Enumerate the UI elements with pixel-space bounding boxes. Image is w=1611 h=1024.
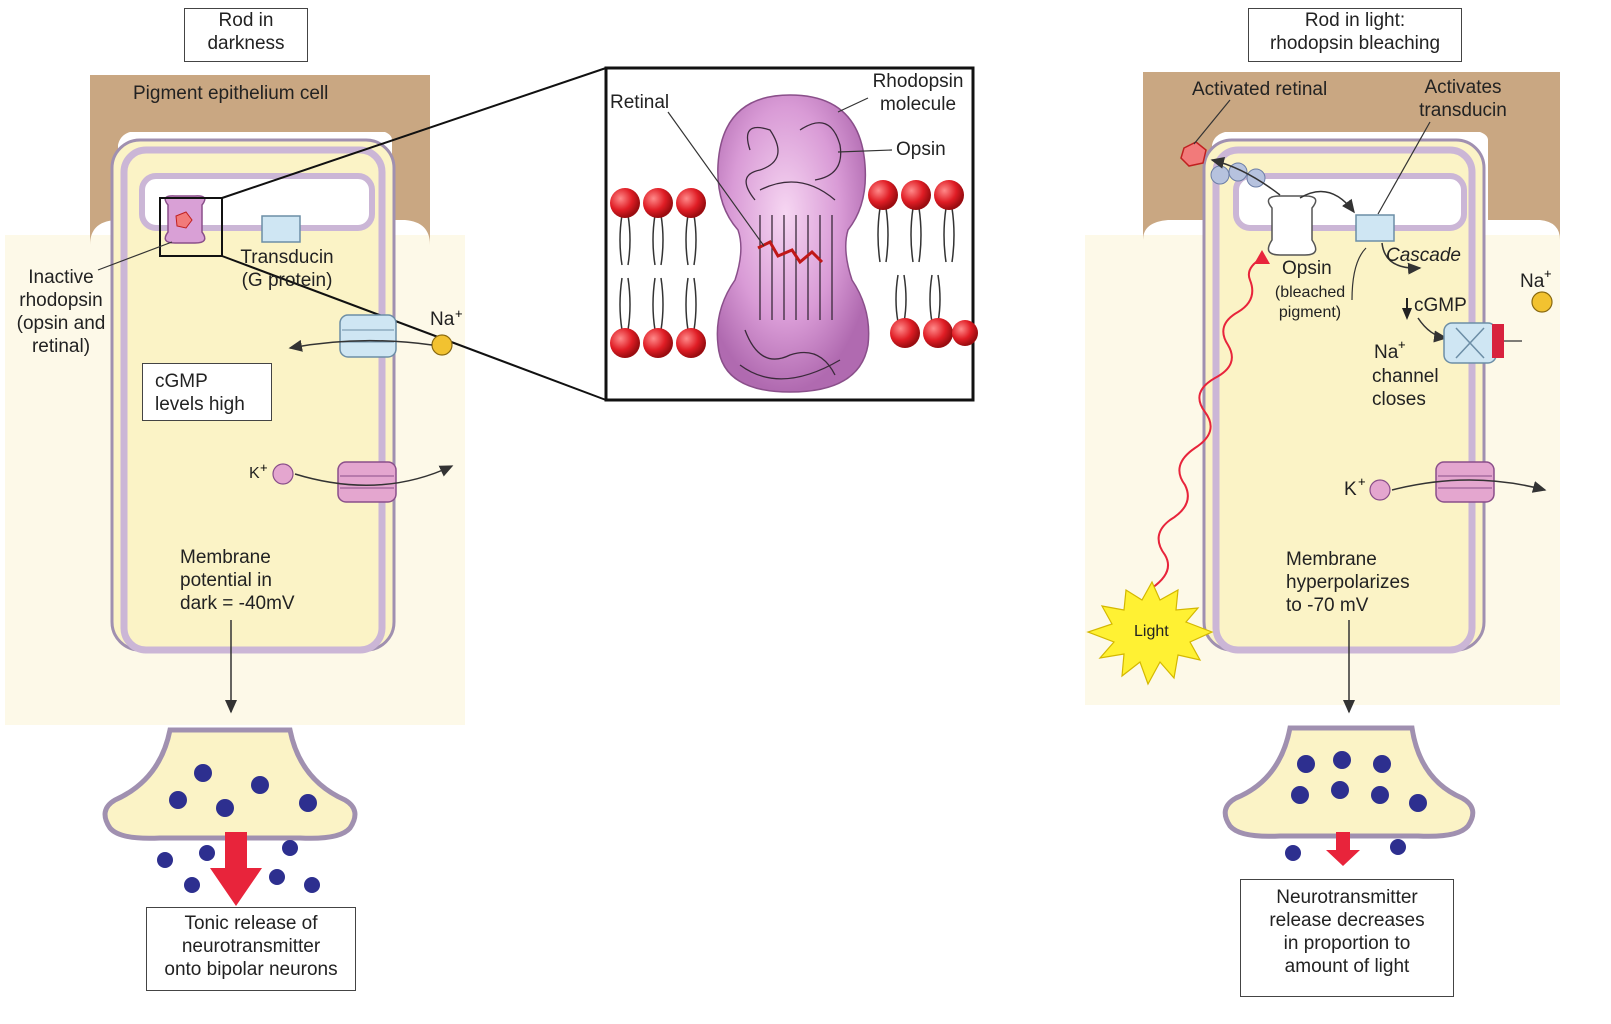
left-k-charge: + bbox=[260, 460, 268, 475]
inset-opsin-label: Opsin bbox=[896, 138, 946, 161]
inactive-rhodopsin-label: Inactive rhodopsin (opsin and retinal) bbox=[2, 266, 120, 358]
rhodopsin-inset bbox=[606, 68, 978, 400]
transducin-label: Transducin (G protein) bbox=[228, 246, 346, 292]
rhodopsin-molecule-shape bbox=[717, 95, 868, 392]
cascade-label: Cascade bbox=[1386, 244, 1461, 267]
membrane-potential-label: Membrane potential in dark = -40mV bbox=[180, 546, 295, 615]
right-k-ion bbox=[1370, 480, 1390, 500]
channel-closes-label: channel closes bbox=[1372, 365, 1439, 411]
right-panel-title: Rod in light: rhodopsin bleaching bbox=[1248, 8, 1462, 62]
left-panel-title: Rod in darkness bbox=[184, 8, 308, 62]
activated-retinal-label: Activated retinal bbox=[1192, 78, 1327, 101]
left-k-channel bbox=[338, 462, 396, 502]
right-na-label: Na bbox=[1520, 270, 1544, 293]
pigment-epithelium-label: Pigment epithelium cell bbox=[133, 82, 328, 105]
left-k-label: K bbox=[249, 464, 260, 484]
right-na-channel-charge: + bbox=[1398, 337, 1406, 352]
bleached-opsin-shape bbox=[1268, 196, 1315, 255]
right-na-channel-label: Na bbox=[1374, 341, 1398, 364]
right-na-charge: + bbox=[1544, 266, 1552, 281]
left-k-ion bbox=[273, 464, 293, 484]
left-na-ion bbox=[432, 335, 452, 355]
activates-transducin-label: Activates transducin bbox=[1404, 76, 1522, 122]
hyperpolarizes-label: Membrane hyperpolarizes to -70 mV bbox=[1286, 548, 1410, 617]
cgmp-decrease-label: cGMP bbox=[1414, 294, 1467, 317]
cgmp-levels-box: cGMP levels high bbox=[142, 363, 272, 421]
right-k-label: K bbox=[1344, 478, 1357, 501]
right-rod-in-light bbox=[1085, 72, 1560, 866]
left-rod-in-darkness bbox=[5, 68, 606, 906]
right-k-channel bbox=[1436, 462, 1494, 502]
right-opsin-label: Opsin bbox=[1282, 257, 1332, 280]
left-na-channel bbox=[340, 315, 396, 357]
inset-retinal-label: Retinal bbox=[610, 91, 669, 114]
right-synaptic-terminal bbox=[1225, 728, 1473, 836]
left-tonic-release-arrow bbox=[210, 832, 262, 906]
right-activated-transducin bbox=[1356, 215, 1394, 241]
reduced-release-box: Neurotransmitter release decreases in pr… bbox=[1240, 879, 1454, 997]
right-na-ion bbox=[1532, 292, 1552, 312]
left-synaptic-terminal bbox=[105, 730, 355, 838]
light-label: Light bbox=[1134, 622, 1169, 642]
right-k-charge: + bbox=[1358, 474, 1366, 489]
rhodopsin-molecule-label: Rhodopsin molecule bbox=[862, 70, 974, 116]
bleached-pigment-label: (bleached pigment) bbox=[1262, 283, 1358, 323]
left-transducin bbox=[262, 216, 300, 242]
tonic-release-box: Tonic release of neurotransmitter onto b… bbox=[146, 907, 356, 991]
left-na-charge: + bbox=[455, 306, 463, 321]
left-na-label: Na bbox=[430, 308, 454, 331]
